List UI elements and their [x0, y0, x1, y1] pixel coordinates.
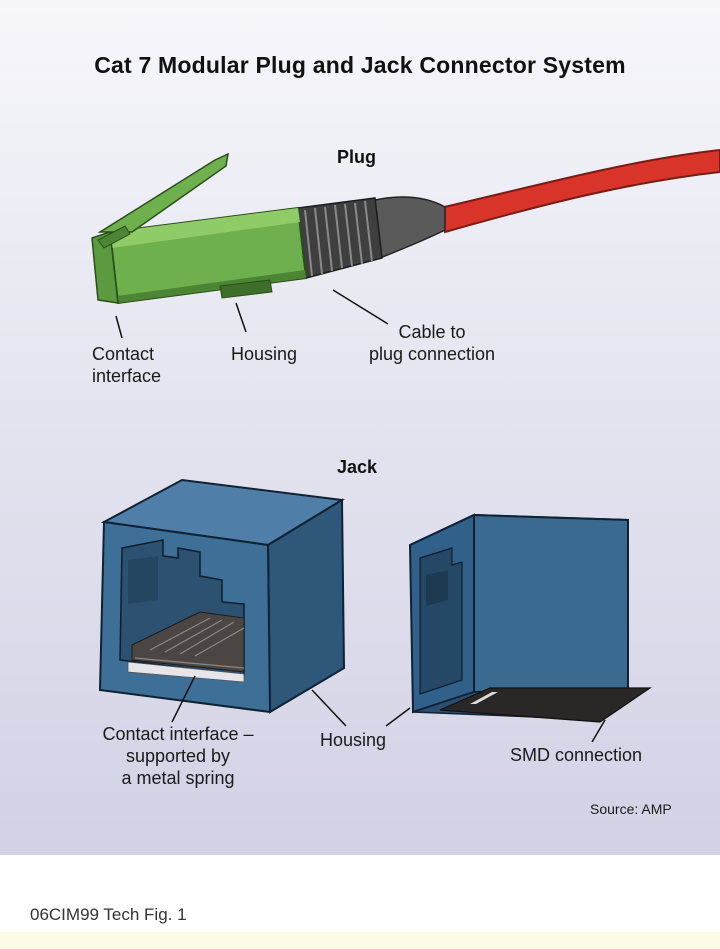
plug-contact-interface-label: Contact interface: [92, 344, 162, 386]
connector-illustration: [91, 148, 720, 743]
plug-heading: Plug: [337, 147, 376, 167]
plug-cable-connection-label: Cable to plug connection: [368, 322, 496, 364]
jack-side-illustration: [385, 513, 652, 743]
jack-housing-label: Housing: [320, 730, 387, 750]
cable: [438, 148, 720, 234]
jack-contact-interface-label: Contact interface – supported by a metal…: [102, 724, 254, 788]
plug-front: [91, 230, 119, 304]
jack-contacts: [131, 611, 245, 673]
plug-housing-label: Housing: [231, 344, 298, 364]
caption-area: [0, 855, 720, 932]
jack-smd-connection-label: SMD connection: [510, 745, 643, 765]
jack-heading: Jack: [337, 457, 378, 477]
bottom-band: [0, 932, 720, 949]
figure-title: Cat 7 Modular Plug and Jack Connector Sy…: [94, 52, 626, 78]
jack-front-illustration: [98, 478, 347, 727]
figure-panel: Cat 7 Modular Plug and Jack Connector Sy…: [0, 0, 720, 855]
source-credit: Source: AMP: [590, 801, 672, 817]
boot-tip: [374, 196, 446, 260]
figure-caption: 06CIM99 Tech Fig. 1: [30, 905, 187, 924]
smd-pads: [439, 687, 652, 723]
plug-illustration: [91, 148, 720, 339]
